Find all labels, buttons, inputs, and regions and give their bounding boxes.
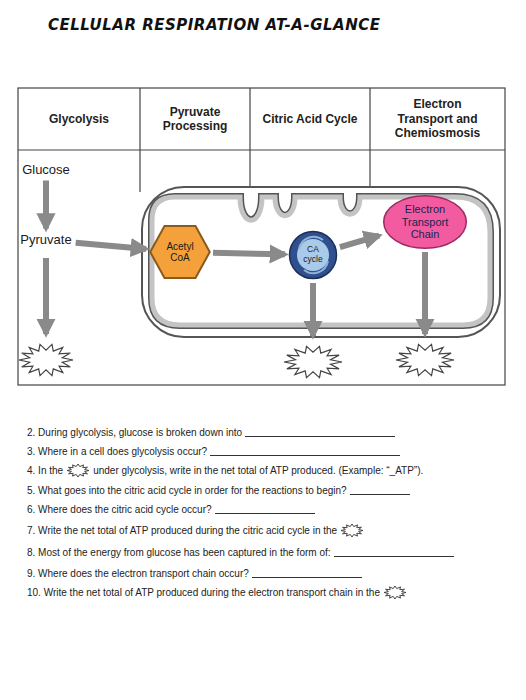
title: CELLULAR RESPIRATION AT-A-GLANCE	[48, 16, 380, 34]
answer-blank	[245, 427, 395, 437]
answer-blank	[350, 485, 410, 495]
answer-blank	[252, 568, 362, 578]
question-text: 9. Where does the electron transport cha…	[27, 568, 249, 579]
atp-burst	[284, 346, 342, 377]
table-rule	[18, 149, 505, 150]
question-row: 2. During glycolysis, glucose is broken …	[27, 424, 395, 440]
question-text: 10. Write the net total of ATP produced …	[27, 587, 380, 598]
question-row: 7. Write the net total of ATP produced d…	[27, 522, 364, 538]
flow-arrow	[76, 243, 146, 249]
atp-bursts	[19, 344, 454, 377]
term-node: Pyruvate	[18, 232, 73, 249]
flow-arrow	[340, 236, 379, 248]
atp-burst-icon	[340, 523, 364, 538]
question-row: 9. Where does the electron transport cha…	[27, 565, 362, 581]
question-text: 2. During glycolysis, glucose is broken …	[27, 427, 242, 438]
column-heading: Pyruvate Processing	[150, 105, 240, 134]
column-rule	[369, 88, 370, 187]
question-row: 5. What goes into the citric acid cycle …	[27, 482, 410, 498]
node-text: Electron Transport Chain	[394, 203, 456, 241]
answer-blank	[334, 547, 454, 557]
answer-blank	[215, 504, 315, 514]
question-row: 4. In the under glycolysis, write in the …	[27, 462, 423, 478]
question-text: 7. Write the net total of ATP produced d…	[27, 525, 337, 536]
flow-arrow	[43, 180, 49, 228]
down-arrow	[43, 258, 49, 334]
question-row: 6. Where does the citric acid cycle occu…	[27, 501, 315, 517]
atp-burst	[19, 344, 73, 375]
table-frame	[18, 88, 505, 385]
atp-burst	[396, 344, 454, 375]
question-text: 3. Where in a cell does glycolysis occur…	[27, 446, 207, 457]
node-text: Glucose	[22, 163, 70, 178]
term-node: Glucose	[20, 162, 72, 179]
down-arrow	[422, 252, 428, 334]
etc-ellipse: Electron Transport Chain	[382, 194, 468, 250]
column-rule	[139, 88, 140, 192]
down-arrow	[310, 283, 316, 336]
column-rule	[249, 88, 250, 187]
outer-membrane	[142, 187, 500, 337]
question-row: 10. Write the net total of ATP produced …	[27, 584, 407, 600]
question-text: 6. Where does the citric acid cycle occu…	[27, 504, 212, 515]
question-text: 4. In the	[27, 465, 63, 476]
question-row: 8. Most of the energy from glucose has b…	[27, 544, 454, 560]
question-text: 8. Most of the energy from glucose has b…	[27, 547, 331, 558]
node-text: CA cycle	[298, 245, 328, 265]
flow-arrow	[213, 253, 285, 255]
question-row: 3. Where in a cell does glycolysis occur…	[27, 443, 400, 459]
question-text: under glycolysis, write in the net total…	[93, 465, 423, 476]
acetyl-hexagon: Acetyl CoA	[149, 225, 211, 279]
atp-burst-icon	[66, 463, 90, 478]
column-heading: Citric Acid Cycle	[255, 112, 365, 126]
atp-burst-icon	[383, 585, 407, 600]
column-heading: Glycolysis	[32, 112, 127, 126]
column-heading: Electron Transport and Chemiosmosis	[390, 97, 485, 140]
answer-blank	[210, 446, 400, 456]
node-text: Acetyl CoA	[158, 241, 202, 264]
node-text: Pyruvate	[20, 233, 71, 248]
question-text: 5. What goes into the citric acid cycle …	[27, 485, 347, 496]
cycle-circle: CA cycle	[288, 230, 338, 280]
